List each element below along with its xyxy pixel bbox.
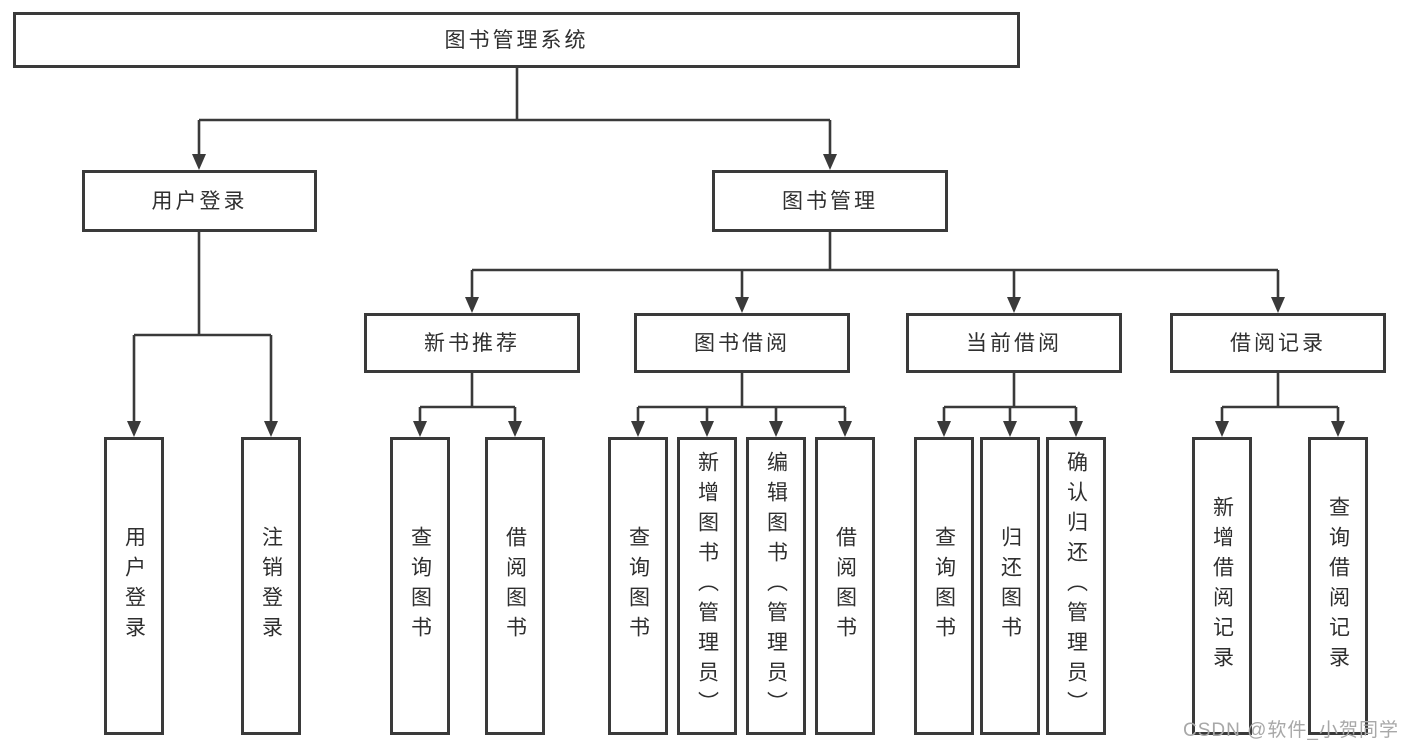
leaf-return-books-label: 归还图书 (998, 526, 1022, 646)
leaf-add-book-admin-label: 新增图书（管理员） (695, 451, 719, 721)
leaf-query-books-current: 查询图书 (914, 437, 974, 735)
node-book-management-label: 图书管理 (782, 189, 878, 213)
leaf-query-books-recommend: 查询图书 (390, 437, 450, 735)
leaf-logout-label: 注销登录 (259, 526, 283, 646)
leaf-user-login-label: 用户登录 (122, 526, 146, 646)
leaf-query-borrow-record: 查询借阅记录 (1308, 437, 1368, 735)
node-book-borrowing-label: 图书借阅 (694, 331, 790, 355)
leaf-add-borrow-record-label: 新增借阅记录 (1210, 496, 1234, 676)
node-new-book-recommendation: 新书推荐 (364, 313, 580, 373)
node-current-borrowing: 当前借阅 (906, 313, 1122, 373)
leaf-return-books: 归还图书 (980, 437, 1040, 735)
leaf-edit-book-admin: 编辑图书（管理员） (746, 437, 806, 735)
node-book-borrowing: 图书借阅 (634, 313, 850, 373)
leaf-logout: 注销登录 (241, 437, 301, 735)
node-library-system-label: 图书管理系统 (444, 28, 589, 52)
leaf-user-login: 用户登录 (104, 437, 164, 735)
node-current-borrowing-label: 当前借阅 (966, 331, 1062, 355)
leaf-query-books-borrowing: 查询图书 (608, 437, 668, 735)
leaf-borrow-books-borrowing: 借阅图书 (815, 437, 875, 735)
leaf-query-books-current-label: 查询图书 (932, 526, 956, 646)
leaf-query-books-borrowing-label: 查询图书 (626, 526, 650, 646)
leaf-query-borrow-record-label: 查询借阅记录 (1326, 496, 1350, 676)
leaf-borrow-books-recommend-label: 借阅图书 (503, 526, 527, 646)
node-library-system: 图书管理系统 (13, 12, 1020, 68)
leaf-borrow-books-borrowing-label: 借阅图书 (833, 526, 857, 646)
leaf-query-books-recommend-label: 查询图书 (408, 526, 432, 646)
node-book-management: 图书管理 (712, 170, 948, 232)
node-borrowing-records: 借阅记录 (1170, 313, 1386, 373)
node-new-book-recommendation-label: 新书推荐 (424, 331, 520, 355)
leaf-add-borrow-record: 新增借阅记录 (1192, 437, 1252, 735)
leaf-add-book-admin: 新增图书（管理员） (677, 437, 737, 735)
leaf-confirm-return-admin-label: 确认归还（管理员） (1064, 451, 1088, 721)
leaf-confirm-return-admin: 确认归还（管理员） (1046, 437, 1106, 735)
node-borrowing-records-label: 借阅记录 (1230, 331, 1326, 355)
leaf-borrow-books-recommend: 借阅图书 (485, 437, 545, 735)
leaf-edit-book-admin-label: 编辑图书（管理员） (764, 451, 788, 721)
node-user-login: 用户登录 (82, 170, 317, 232)
node-user-login-label: 用户登录 (151, 189, 248, 213)
csdn-watermark: CSDN @软件_小贺同学 (1183, 720, 1399, 741)
